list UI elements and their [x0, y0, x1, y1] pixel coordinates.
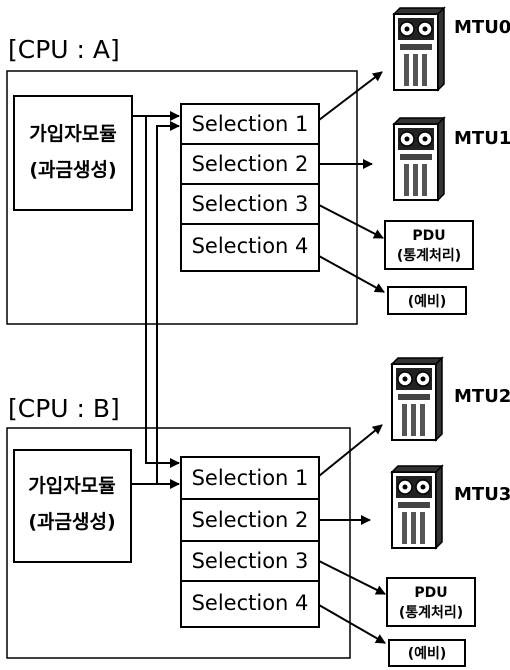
cpu-b-selection-2-label: Selection 2 [192, 508, 309, 532]
cpu-b-selection-3 [180, 540, 320, 582]
cpu-a-selection-3-label: Selection 3 [192, 192, 309, 216]
cpu-b-module-title: 가입자모듈 [28, 475, 115, 497]
cpu-b-spare-label: (예비) [408, 646, 447, 662]
cpu-a-spare-box [387, 286, 467, 315]
cpu-a-selection-1-label: Selection 1 [192, 112, 309, 136]
cpu-b-module-box [13, 449, 132, 563]
arrow-modb-to-sela1 [156, 121, 180, 484]
cpu-a-selection-3 [180, 183, 320, 225]
cpu-a-selection-2-label: Selection 2 [192, 152, 309, 176]
cpu-b-pdu-box [386, 577, 476, 627]
cpu-b-spare-box [388, 639, 466, 667]
cpu-a-selection-4-label: Selection 4 [192, 234, 309, 258]
arrow-moda-to-selb1 [145, 116, 180, 468]
arrow-sel1-to-mtu2 [318, 424, 383, 477]
cpu-a-tape-0-label: MTU0 [454, 17, 510, 38]
cpu-b-frame [6, 427, 351, 659]
cpu-b-selection-3-label: Selection 3 [192, 549, 309, 573]
arrow-sel3-to-pdu [318, 204, 384, 239]
module-to-selection-links [131, 111, 180, 489]
arrow-sel1-to-mtu0 [318, 71, 383, 121]
cpu-b-label: [CPU : B] [8, 394, 120, 423]
cpu-b-module-subtitle: (과금생성) [28, 511, 115, 533]
tape-drive-icon [393, 7, 445, 91]
cpu-a-tape-1-label: MTU1 [454, 128, 510, 149]
cpu-b-section: [CPU : B] 가입자모듈 (과금생성) Selection 1 Selec… [6, 357, 510, 667]
cpu-b-selection-4-label: Selection 4 [192, 591, 309, 615]
cpu-a-pdu-box [384, 220, 474, 270]
cpu-a-frame [6, 70, 358, 325]
cpu-a-pdu-title: PDU [412, 228, 445, 244]
cpu-a-pdu-subtitle: (통계처리) [397, 248, 461, 264]
cpu-b-pdu-subtitle: (통계처리) [399, 605, 463, 621]
arrow-sel4-to-spare [318, 604, 386, 644]
cpu-b-selection-1 [180, 456, 320, 500]
cpu-a-selection-4 [180, 223, 320, 272]
tape-drive-icon [393, 117, 445, 201]
tape-drive-icon [391, 357, 443, 441]
tape-drive-icon [391, 465, 443, 549]
arrow-sel4-to-spare [318, 255, 385, 293]
cpu-a-label: [CPU : A] [8, 35, 120, 64]
cpu-b-pdu-title: PDU [414, 585, 447, 601]
cpu-a-module-box [13, 95, 133, 211]
cpu-a-module-title: 가입자모듈 [29, 123, 116, 145]
cpu-b-tape-0-label: MTU2 [454, 386, 510, 407]
cpu-a-module-subtitle: (과금생성) [29, 159, 116, 181]
cpu-b-selection-1-label: Selection 1 [192, 466, 309, 490]
cpu-a-section: [CPU : A] 가입자모듈 (과금생성) Selection 1 Selec… [6, 7, 510, 325]
arrow-sel3-to-pdu [318, 560, 386, 595]
cpu-b-selection-2 [180, 498, 320, 542]
cpu-b-selection-4 [180, 580, 320, 628]
cpu-a-spare-label: (예비) [408, 294, 447, 310]
cpu-b-tape-1-label: MTU3 [454, 484, 510, 505]
